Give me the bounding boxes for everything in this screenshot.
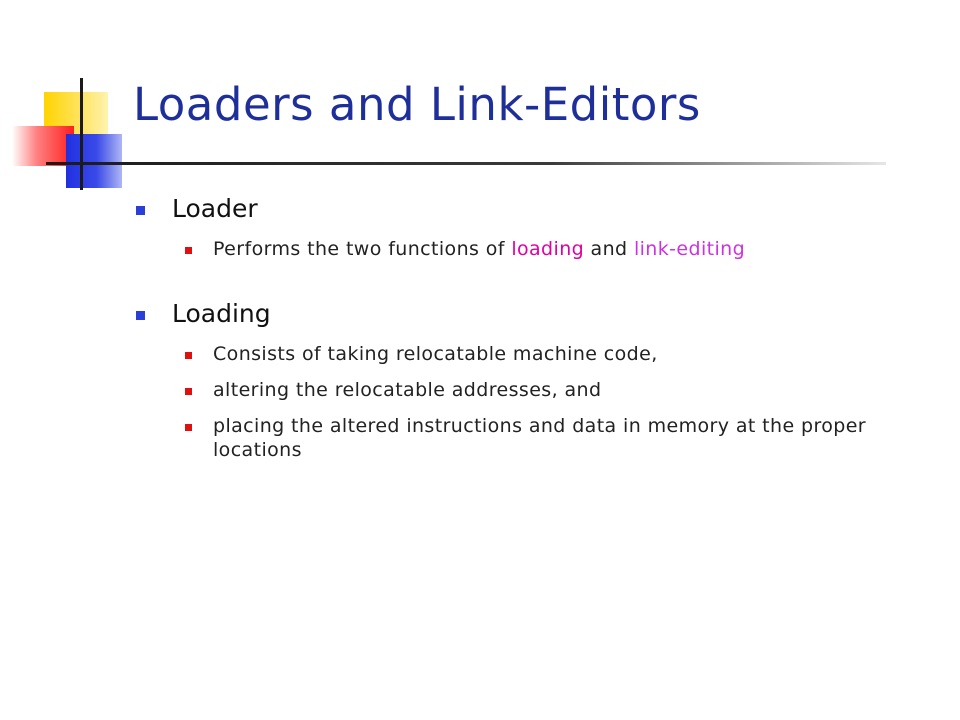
level1-bullet-marker bbox=[136, 311, 145, 320]
vertical-rule bbox=[80, 78, 83, 190]
sub-bullet-consists: Consists of taking relocatable machine c… bbox=[132, 342, 932, 366]
level2-bullet-marker bbox=[185, 388, 192, 395]
slide-body: Loader Performs the two functions of loa… bbox=[132, 192, 932, 462]
bullet-loader: Loader bbox=[132, 192, 932, 226]
highlight-link-editing: link-editing bbox=[633, 238, 746, 260]
highlight-loading: loading bbox=[511, 238, 585, 260]
sub-bullet-text: and bbox=[584, 238, 634, 260]
sub-bullet-text: altering the relocatable addresses, and bbox=[213, 379, 602, 401]
sub-bullet-text: Consists of taking relocatable machine c… bbox=[213, 343, 658, 365]
bullet-heading: Loading bbox=[172, 299, 271, 328]
level2-bullet-marker bbox=[185, 424, 192, 431]
sub-bullet-altering: altering the relocatable addresses, and bbox=[132, 378, 932, 402]
sub-bullet-text: placing the altered instructions and dat… bbox=[213, 415, 867, 461]
decorative-corner-squares bbox=[0, 0, 140, 200]
level2-bullet-marker bbox=[185, 247, 192, 254]
blue-square-decoration bbox=[66, 134, 122, 188]
level2-bullet-marker bbox=[185, 352, 192, 359]
bullet-heading: Loader bbox=[172, 194, 258, 223]
level1-bullet-marker bbox=[136, 206, 145, 215]
sub-bullet-performs: Performs the two functions of loading an… bbox=[132, 237, 932, 261]
slide-title: Loaders and Link-Editors bbox=[133, 78, 701, 131]
title-underline-rule bbox=[46, 162, 886, 165]
red-square-decoration bbox=[12, 126, 74, 166]
sub-bullet-text: Performs the two functions of bbox=[213, 238, 512, 260]
sub-bullet-placing: placing the altered instructions and dat… bbox=[132, 414, 932, 462]
bullet-loading: Loading bbox=[132, 297, 932, 331]
